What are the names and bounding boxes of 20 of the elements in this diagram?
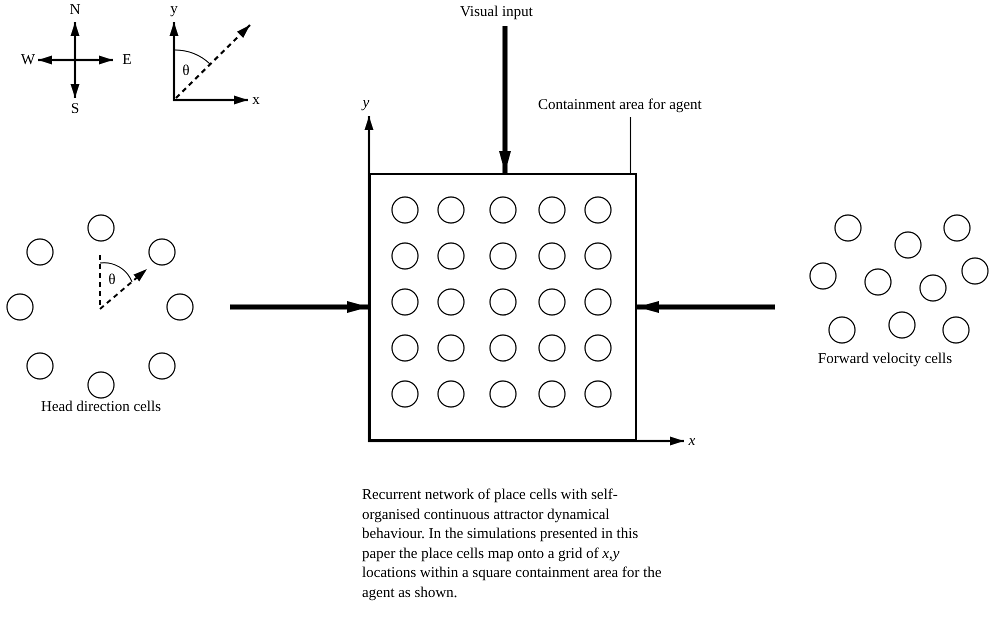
- node-caption: Forward velocity cells: [818, 352, 952, 367]
- arrow: [230, 301, 369, 313]
- leader-line: [630, 117, 632, 173]
- compass-letter: W: [20, 53, 36, 68]
- compass-letter: S: [70, 102, 80, 117]
- axis-label: y: [170, 2, 178, 17]
- node-caption: Head direction cells: [41, 400, 161, 415]
- compass-letter: N: [70, 3, 80, 18]
- angle-symbol: θ: [108, 273, 116, 288]
- axis-label: y: [362, 96, 370, 111]
- node-label: Visual input: [460, 4, 533, 21]
- axis-label: x: [252, 93, 260, 108]
- containment-square: [369, 173, 637, 441]
- compass-letter: E: [122, 53, 132, 68]
- caption-text: Recurrent network of place cells with self-organised continuous attractor dynamical behaviour. In the simulations presented in this paper the place cells map onto a grid of x,y locations within a square containment area for the agent as shown.: [362, 486, 662, 602]
- axis-label: x: [688, 434, 696, 449]
- angle-symbol: θ: [182, 64, 190, 79]
- node-label: Containment area for agent: [538, 97, 702, 114]
- arrow: [637, 301, 775, 313]
- arrow: [499, 26, 511, 173]
